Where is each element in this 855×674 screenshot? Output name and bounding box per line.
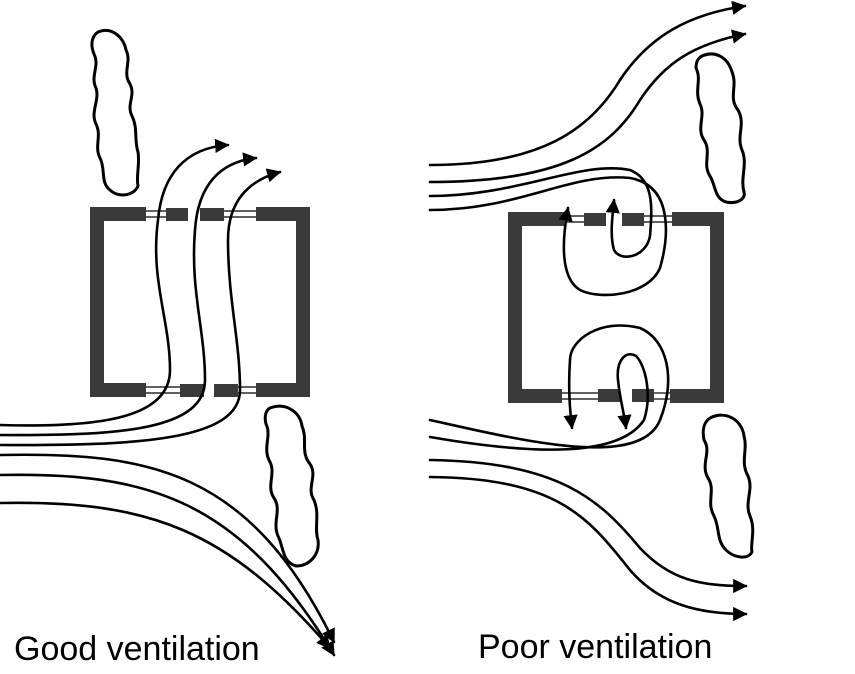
- airflow-through-2: [0, 152, 258, 437]
- vent-lines-top: [146, 210, 256, 218]
- airflow-through-1: [0, 138, 230, 427]
- good-ventilation-panel: [0, 29, 336, 657]
- tree-bottom-left: [263, 404, 320, 568]
- tree-top-left: [90, 29, 141, 197]
- floor-seg-poor-2: [598, 389, 620, 402]
- floor-seg-3: [214, 384, 238, 397]
- caption-poor-ventilation: Poor ventilation: [478, 628, 713, 666]
- roof-seg-poor-3: [622, 213, 644, 226]
- airflow-over-1: [428, 0, 747, 167]
- floor-seg-4: [256, 383, 310, 397]
- wall-left-poor: [508, 212, 522, 402]
- floor-seg-2: [180, 384, 204, 397]
- airflow-over-2: [428, 29, 747, 184]
- roof-seg-4: [256, 207, 310, 221]
- roof-seg-poor-1: [508, 212, 564, 226]
- airflow-under-2: [0, 473, 336, 657]
- vent-lines-top-poor: [564, 215, 672, 223]
- roof-seg-1: [90, 207, 146, 221]
- airflow-below-2: [428, 475, 748, 622]
- airflow-through-3: [0, 168, 282, 447]
- tree-top-right: [694, 52, 746, 204]
- roof-seg-poor-4: [672, 212, 724, 226]
- airflow-under-1: [0, 453, 336, 644]
- poor-ventilation-panel: [428, 0, 755, 622]
- eddy-upper-inner: [428, 166, 653, 258]
- wall-left: [90, 207, 104, 395]
- eddy-lower-outer: [428, 324, 670, 449]
- airflow-below-1: [428, 458, 748, 594]
- airflow-under-3: [0, 501, 332, 650]
- roof-seg-3: [200, 208, 224, 221]
- wall-right-poor: [710, 212, 724, 402]
- floor-seg-1: [90, 383, 146, 397]
- eddy-upper-outer: [428, 176, 668, 297]
- floor-seg-poor-1: [508, 389, 562, 403]
- floor-seg-poor-3: [632, 389, 654, 402]
- roof-seg-2: [166, 208, 188, 221]
- eddy-lower-inner: [428, 353, 650, 451]
- roof-seg-poor-2: [584, 213, 606, 226]
- caption-good-ventilation: Good ventilation: [14, 630, 260, 668]
- tree-bottom-right: [701, 413, 755, 559]
- wall-right: [296, 207, 310, 395]
- floor-seg-poor-4: [670, 389, 724, 403]
